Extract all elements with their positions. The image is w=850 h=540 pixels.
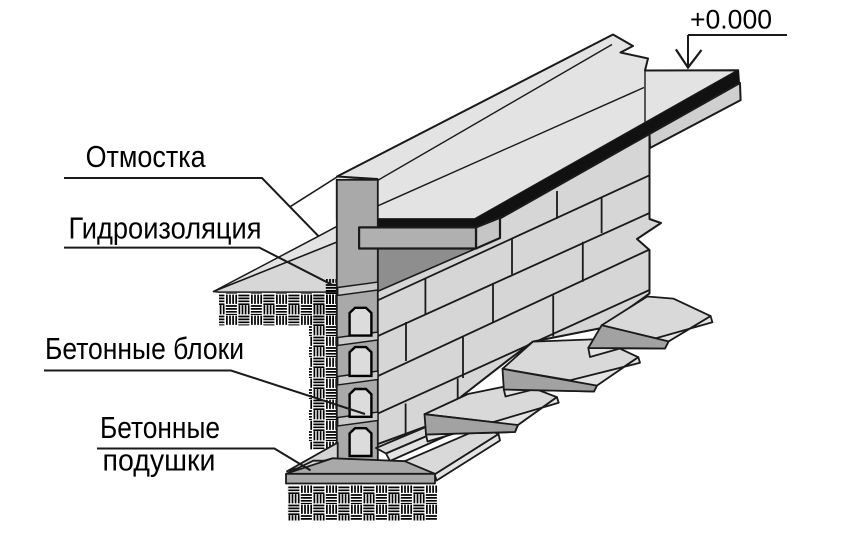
- svg-text:Бетонные блоки: Бетонные блоки: [45, 331, 244, 366]
- svg-text:подушки: подушки: [103, 443, 216, 478]
- svg-text:Бетонные: Бетонные: [100, 410, 220, 445]
- svg-text:Гидроизоляция: Гидроизоляция: [69, 211, 262, 246]
- svg-text:Отмостка: Отмостка: [86, 139, 207, 174]
- svg-text:+0.000: +0.000: [690, 5, 772, 35]
